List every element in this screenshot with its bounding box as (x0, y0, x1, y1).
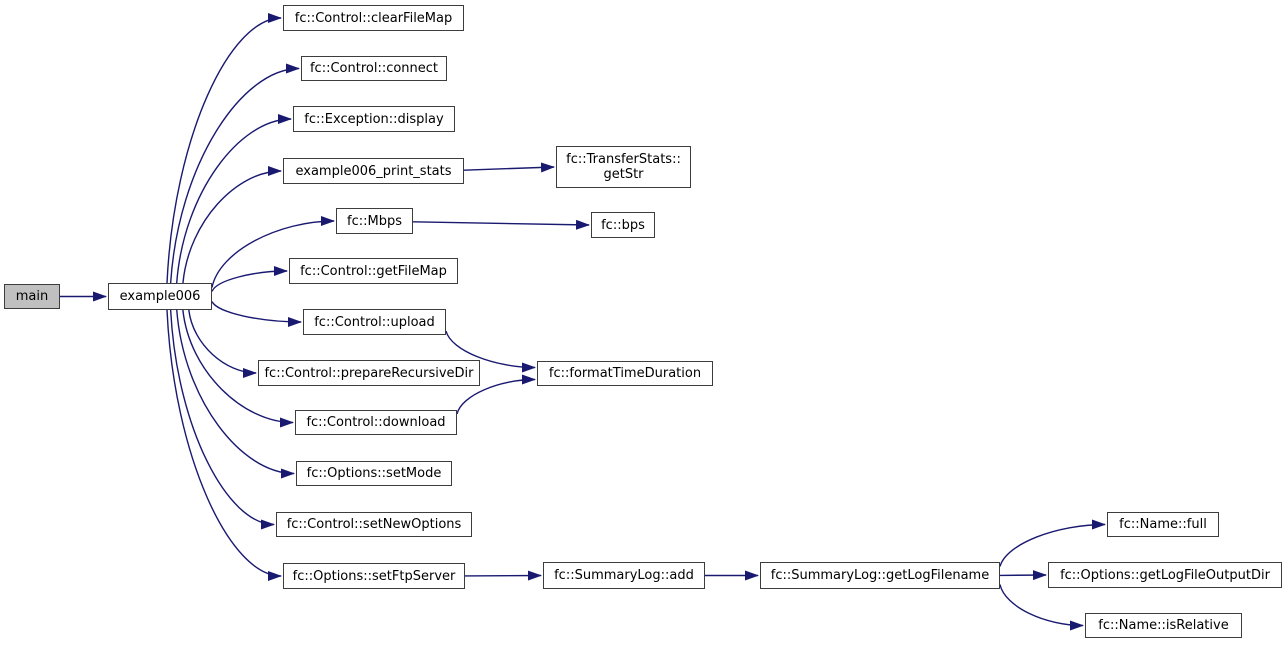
node-is-relative[interactable]: fc::Name::isRelative (1085, 613, 1242, 638)
edge-example006-set_new_options (169, 309, 275, 530)
node-example006[interactable]: example006 (108, 283, 212, 310)
node-bps[interactable]: fc::bps (591, 212, 655, 238)
node-download[interactable]: fc::Control::download (295, 410, 457, 435)
node-transfer-stats-get-str[interactable]: fc::TransferStats:: getStr (556, 146, 691, 188)
node-format-time-duration[interactable]: fc::formatTimeDuration (537, 361, 713, 386)
node-get-log-filename[interactable]: fc::SummaryLog::getLogFilename (760, 562, 1000, 589)
edge-example006-prepare_recursive_dir (188, 309, 257, 378)
edge-mbps-bps (412, 219, 590, 230)
node-name-full[interactable]: fc::Name::full (1107, 512, 1219, 537)
node-summary-log-add[interactable]: fc::SummaryLog::add (543, 562, 705, 589)
node-label-line: fc::TransferStats:: (566, 152, 681, 167)
node-label-line: getStr (603, 167, 644, 182)
edge-example006-clear_file_map (166, 13, 282, 284)
node-prepare-recursive-dir[interactable]: fc::Control::prepareRecursiveDir (258, 360, 480, 386)
edge-example006-display (176, 114, 292, 284)
node-get-file-map[interactable]: fc::Control::getFileMap (289, 258, 458, 284)
node-upload[interactable]: fc::Control::upload (303, 309, 446, 335)
edge-get_log_filename-is_relative (999, 584, 1084, 631)
node-exception-display[interactable]: fc::Exception::display (293, 106, 455, 132)
edge-example006-set_mode (176, 309, 295, 479)
node-mbps[interactable]: fc::Mbps (336, 208, 413, 234)
edge-example006-mbps (211, 216, 335, 288)
edge-example006-get_file_map (211, 266, 288, 292)
edge-example006-print_stats (182, 166, 282, 284)
edge-upload-format_time_duration (445, 330, 536, 373)
node-print-stats[interactable]: example006_print_stats (283, 158, 464, 184)
edge-example006-download (182, 309, 294, 428)
edge-example006-connect (169, 63, 300, 284)
node-connect[interactable]: fc::Control::connect (301, 56, 447, 81)
node-set-mode[interactable]: fc::Options::setMode (296, 461, 452, 486)
edge-example006-upload (211, 301, 302, 327)
node-clear-file-map[interactable]: fc::Control::clearFileMap (283, 5, 464, 31)
node-get-log-file-output-dir[interactable]: fc::Options::getLogFileOutputDir (1048, 562, 1282, 588)
node-set-new-options[interactable]: fc::Control::setNewOptions (276, 512, 472, 537)
edge-print_stats-get_str (463, 162, 555, 173)
edge-get_log_filename-name_full (999, 519, 1106, 567)
node-main[interactable]: main (4, 284, 60, 309)
node-set-ftp-server[interactable]: fc::Options::setFtpServer (283, 563, 465, 589)
edge-example006-set_ftp_server (166, 309, 282, 581)
edge-download-format_time_duration (456, 374, 536, 415)
